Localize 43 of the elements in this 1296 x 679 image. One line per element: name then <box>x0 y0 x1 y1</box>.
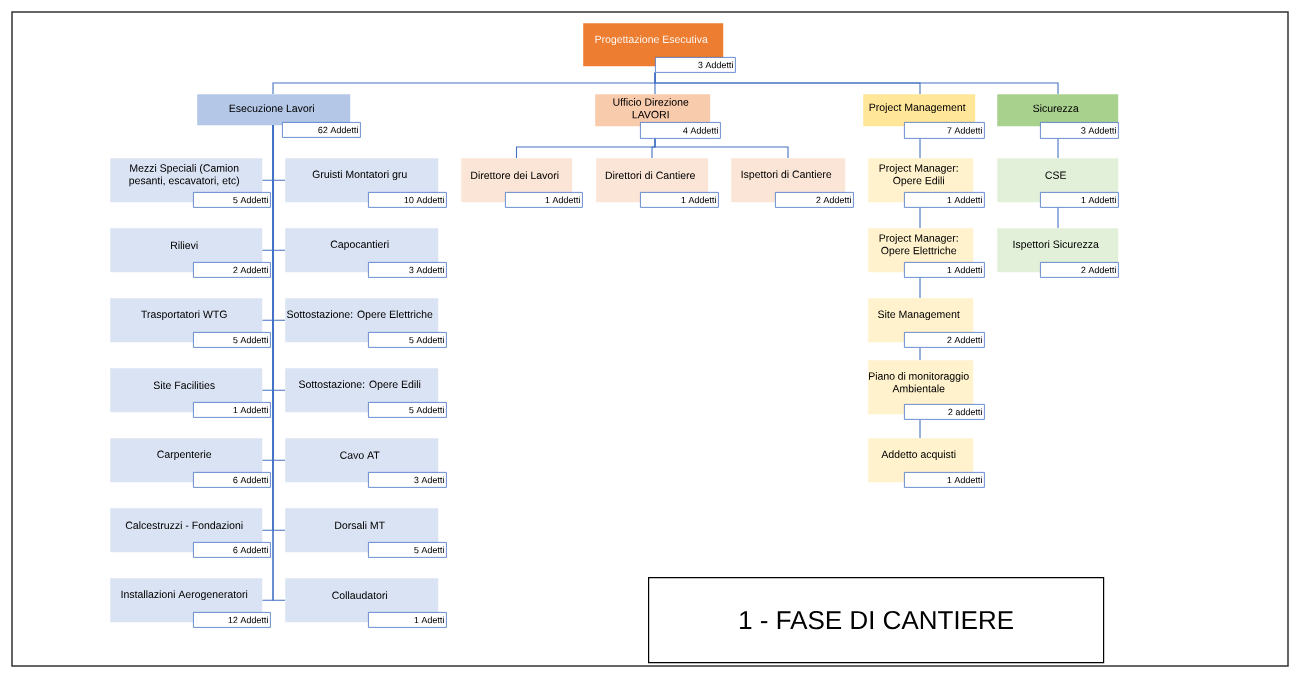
count-box: 10 Addetti <box>368 192 447 208</box>
org-box: Ufficio Direzione LAVORI <box>595 94 711 127</box>
org-box: Esecuzione Lavori <box>197 94 351 126</box>
connector-line <box>919 138 921 159</box>
count-box: 1 Addetti <box>904 472 985 488</box>
count-box: 3 Addetti <box>1040 122 1119 139</box>
count-box: 2 Addetti <box>904 332 985 348</box>
count-box: 1 Addetti <box>904 262 985 278</box>
count-box: 1 Addetti <box>1040 192 1119 208</box>
connector-line <box>919 207 921 229</box>
count-box: 6 Addetti <box>193 472 271 488</box>
count-box: 5 Addetti <box>193 332 271 348</box>
connector-line <box>1057 138 1059 159</box>
org-box: Sicurezza <box>997 94 1119 127</box>
connector-line <box>919 347 921 361</box>
count-box: 1 Adetti <box>368 612 447 628</box>
count-box: 62 Addetti <box>282 122 361 138</box>
connector-line <box>654 138 789 159</box>
count-box: 5 Addetti <box>368 332 447 348</box>
count-box: 3 Adetti <box>368 472 447 488</box>
connector-line <box>919 419 921 439</box>
count-box: 2 Addetti <box>1040 262 1119 278</box>
count-box: 5 Adetti <box>368 542 447 558</box>
count-box: 4 Addetti <box>640 122 721 139</box>
count-box: 5 Addetti <box>368 402 447 418</box>
org-box: Project Management <box>863 94 976 127</box>
count-box: 1 Addetti <box>640 192 719 208</box>
count-box: 12 Addetti <box>193 612 271 628</box>
connector-line <box>919 277 921 299</box>
count-box: 2 Addetti <box>193 262 271 278</box>
count-box: 3 Addetti <box>655 57 736 73</box>
count-box: 6 Addetti <box>193 542 271 558</box>
count-box: 1 Addetti <box>904 192 985 208</box>
count-box: 1 Addetti <box>505 192 583 208</box>
count-box: 3 Addetti <box>368 262 447 278</box>
title-box: 1 - FASE DI CANTIERE <box>648 577 1105 664</box>
count-box: 5 Addetti <box>193 192 271 208</box>
count-box: 2 Addetti <box>775 192 854 208</box>
connector-line <box>654 72 1059 95</box>
count-box: 7 Addetti <box>904 122 985 139</box>
connector-line <box>1057 207 1059 229</box>
count-box: 1 Addetti <box>193 402 271 418</box>
count-box: 2 addetti <box>904 404 985 420</box>
